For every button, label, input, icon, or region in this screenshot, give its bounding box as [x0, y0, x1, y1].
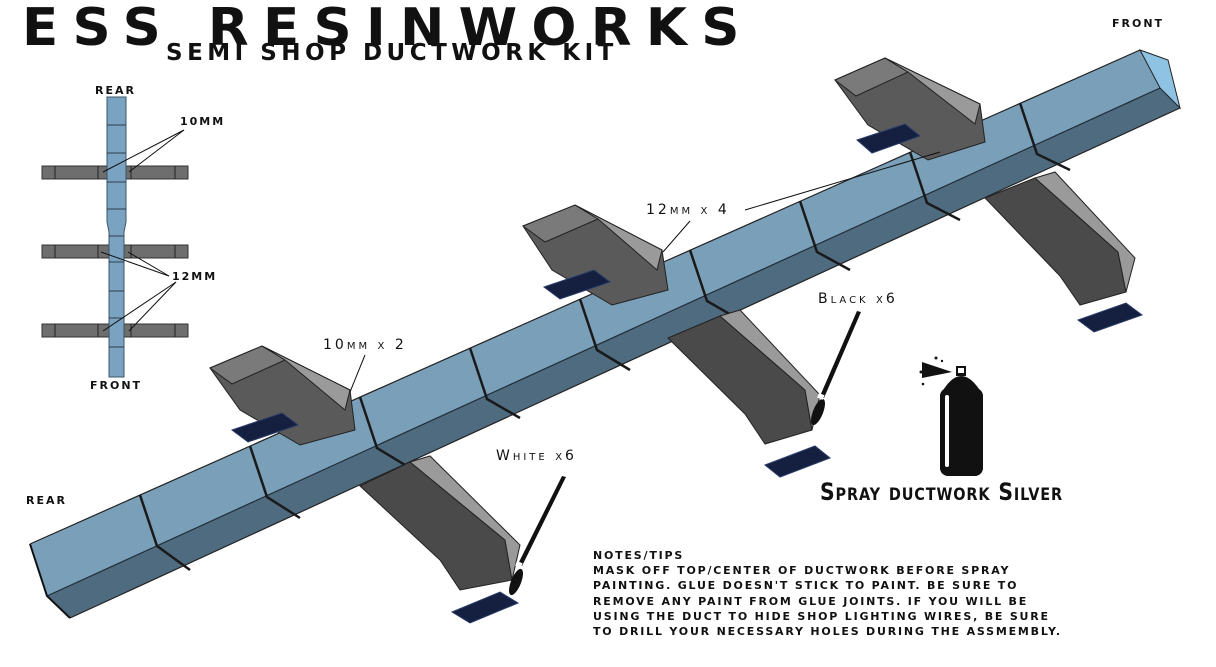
top-view-front-label: FRONT — [90, 379, 143, 392]
callout-leaders — [349, 151, 941, 393]
callout-12mm-x4: 12mm x 4 — [646, 202, 730, 218]
notes-line: MASK OFF TOP/CENTER OF DUCTWORK BEFORE S… — [593, 564, 1011, 578]
page-title: ESS RESINWORKS — [22, 0, 754, 58]
notes-line: PAINTING. GLUE DOESN'T STICK TO PAINT. B… — [593, 579, 1019, 593]
grille-3 — [856, 123, 922, 154]
notes-line: TO DRILL YOUR NECESSARY HOLES DURING THE… — [593, 625, 1062, 639]
notes-line: USING THE DUCT TO HIDE SHOP LIGHTING WIR… — [593, 609, 1050, 623]
lower-branch-1 — [359, 455, 521, 624]
upper-branch-3 — [834, 57, 986, 161]
grille-6 — [1076, 302, 1144, 333]
page-subtitle: SEMI SHOP DUCTWORK KIT — [166, 40, 618, 66]
top-view-rear-label: REAR — [95, 84, 136, 97]
upper-branch-2 — [521, 204, 669, 306]
duct-seams — [138, 102, 1071, 572]
top-view-callout-12mm: 12MM — [172, 270, 218, 283]
upper-branch-1 — [208, 345, 356, 446]
spray-instruction: Spray ductwork Silver — [820, 478, 1063, 506]
grille-4 — [450, 591, 520, 624]
top-view-diagram — [41, 96, 189, 378]
notes-heading: NOTES/TIPS — [593, 549, 685, 562]
top-view-trunk — [106, 96, 127, 378]
callout-10mm-x2: 10mm x 2 — [323, 337, 407, 353]
notes-block: NOTES/TIPS MASK OFF TOP/CENTER OF DUCTWO… — [593, 548, 1062, 639]
lower-branch-2 — [667, 309, 831, 478]
main-front-label: FRONT — [1112, 17, 1165, 30]
spray-can-icon — [919, 356, 983, 476]
main-duct-trunk — [29, 49, 1181, 619]
main-rear-label: REAR — [26, 494, 67, 507]
callout-white-x6: White x6 — [496, 448, 577, 464]
paintbrush-white-icon — [509, 476, 566, 596]
paintbrush-black-icon — [811, 311, 861, 426]
grille-2 — [542, 269, 612, 300]
grille-5 — [764, 445, 831, 478]
notes-line: REMOVE ANY PAINT FROM GLUE JOINTS. IF YO… — [593, 594, 1029, 608]
lower-branch-3 — [984, 171, 1144, 333]
top-view-callout-10mm: 10MM — [180, 115, 226, 128]
callout-black-x6: Black x6 — [818, 291, 898, 307]
grille-1 — [230, 412, 300, 443]
